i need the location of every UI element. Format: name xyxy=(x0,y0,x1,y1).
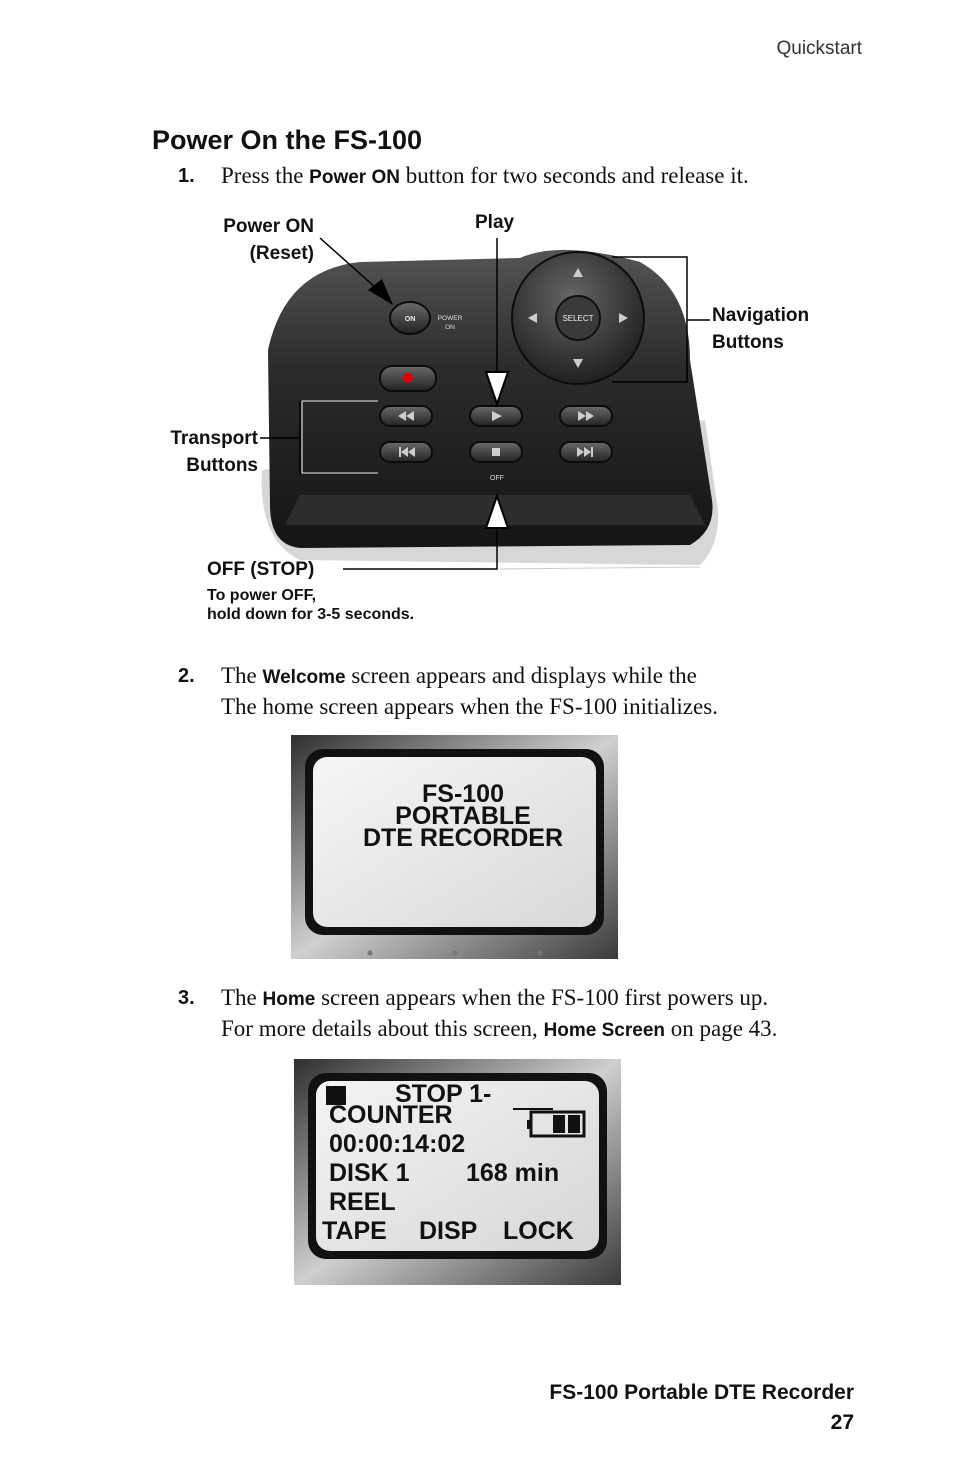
device-label-power: POWER xyxy=(438,315,463,322)
nav-up-icon xyxy=(573,268,583,277)
callout-transport-line1: Transport xyxy=(170,428,258,449)
step-1-post: button for two seconds and release it. xyxy=(399,163,749,188)
previous-icon xyxy=(401,447,408,457)
nav-right-icon xyxy=(619,313,628,323)
play-icon xyxy=(492,411,502,421)
callout-navigation-line2: Buttons xyxy=(712,332,784,353)
footer-title: FS-100 Portable DTE Recorder xyxy=(549,1381,854,1404)
running-head: Quickstart xyxy=(776,38,862,59)
callout-transport: Transport Buttons xyxy=(170,425,258,479)
welcome-screen: FS-100 PORTABLE DTE RECORDER xyxy=(291,735,618,959)
step-3-post: screen appears when the FS-100 first pow… xyxy=(315,985,769,1010)
power-on-arrow xyxy=(368,279,393,305)
device-label-off: OFF xyxy=(490,475,504,482)
home-disk: DISK 1 xyxy=(329,1159,410,1187)
step-1-pre: Press the xyxy=(221,163,310,188)
home-time: 00:00:14:02 xyxy=(329,1130,466,1158)
callout-power-on-line2: (Reset) xyxy=(249,243,314,264)
step-2-pre: The xyxy=(221,663,263,688)
power-on-button xyxy=(389,301,431,335)
step-3-line2-pre: For more details about this screen, xyxy=(221,1016,544,1041)
battery-icon xyxy=(513,1108,586,1138)
callout-power-on-line1: Power ON xyxy=(223,216,314,237)
callout-navigation: Navigation Buttons xyxy=(712,302,809,356)
device-label-select: SELECT xyxy=(562,314,593,323)
callout-power-on: Power ON (Reset) xyxy=(223,213,314,267)
stop-icon xyxy=(492,448,500,456)
callout-off-stop: OFF (STOP) xyxy=(207,559,315,580)
step-3-bold: Home xyxy=(262,989,316,1010)
nav-left-icon xyxy=(528,313,537,323)
play-arrow xyxy=(484,371,510,408)
callout-play: Play xyxy=(475,212,515,233)
home-screen: STOP 1- COUNTER 00:00:14:02 DISK 1 168 m… xyxy=(294,1059,621,1285)
device-label-power-on: ON xyxy=(445,324,455,331)
rewind-icon xyxy=(398,411,406,421)
step-2-number: 2. xyxy=(178,665,195,687)
fast-forward-icon xyxy=(578,411,586,421)
power-off-note: To power OFF, hold down for 3-5 seconds. xyxy=(207,586,414,624)
step-2-text: The Welcome screen appears and displays … xyxy=(221,661,718,721)
step-1-number: 1. xyxy=(178,165,195,187)
next-icon xyxy=(577,447,584,457)
home-status: STOP 1- xyxy=(395,1080,492,1108)
softkey-lock[interactable]: LOCK xyxy=(503,1217,574,1245)
section-title: Power On the FS-100 xyxy=(152,125,423,155)
page-number: 27 xyxy=(830,1411,854,1434)
step-2-bold: Welcome xyxy=(262,667,346,688)
power-off-note-line2: hold down for 3-5 seconds. xyxy=(207,606,415,623)
device-figure: ON POWER ON SELECT OFF xyxy=(260,237,719,570)
welcome-line-2: PORTABLE xyxy=(395,802,531,830)
step-2-line2: The home screen appears when the FS-100 … xyxy=(221,694,718,719)
welcome-line-1: FS-100 xyxy=(422,780,504,808)
step-2-post: screen appears and displays while the xyxy=(345,663,697,688)
step-3-line2-bold: Home Screen xyxy=(543,1020,666,1041)
home-counter-label: COUNTER xyxy=(329,1101,453,1129)
welcome-line-3: DTE RECORDER xyxy=(362,824,563,852)
device-label-on: ON xyxy=(405,316,416,323)
step-3-number: 3. xyxy=(178,987,195,1009)
power-off-note-line1: To power OFF, xyxy=(207,587,317,604)
step-3-text: The Home screen appears when the FS-100 … xyxy=(221,983,777,1045)
step-1-bold: Power ON xyxy=(309,167,400,188)
record-dot-icon xyxy=(403,373,413,383)
home-remaining: 168 min xyxy=(466,1159,560,1187)
welcome-text: FS-100 PORTABLE DTE RECORDER xyxy=(291,780,635,852)
home-reel: REEL xyxy=(329,1188,396,1216)
softkey-disp[interactable]: DISP xyxy=(419,1217,478,1245)
step-3-pre: The xyxy=(221,985,263,1010)
stop-square-icon xyxy=(326,1086,346,1105)
callout-navigation-line1: Navigation xyxy=(712,305,810,326)
softkey-tape[interactable]: TAPE xyxy=(322,1217,387,1245)
step-3-line2-post: on page 43. xyxy=(665,1016,778,1041)
nav-down-icon xyxy=(573,359,583,368)
step-1-text: Press the Power ON button for two second… xyxy=(221,161,749,192)
callout-transport-line2: Buttons xyxy=(186,455,258,476)
